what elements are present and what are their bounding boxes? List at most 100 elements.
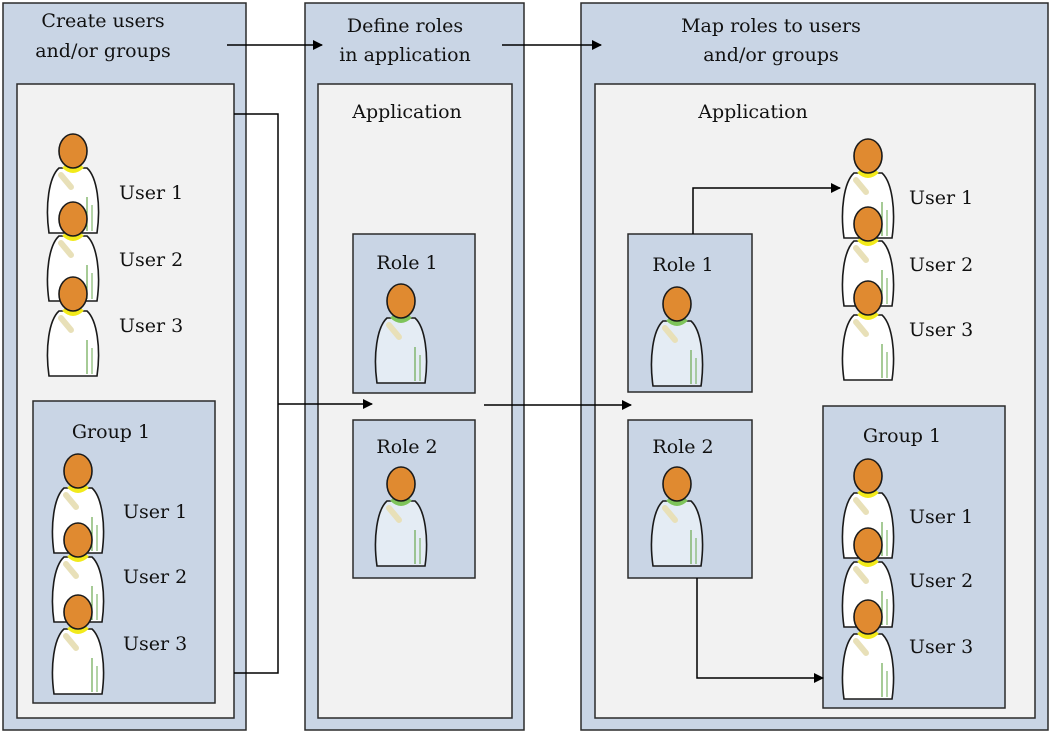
figure-highlight — [853, 497, 869, 515]
user-label: User 2 — [119, 249, 183, 271]
figure-collar — [857, 630, 879, 639]
user-label: User 3 — [909, 319, 973, 341]
role-icon — [374, 466, 428, 567]
application-label: Application — [351, 101, 462, 123]
figure-highlight — [853, 245, 869, 263]
define-application-area — [317, 83, 513, 719]
create-users-panel: Create users and/or groups User 1 User 2… — [2, 2, 247, 731]
figure-body — [46, 310, 100, 377]
figure-head — [853, 280, 883, 316]
figure-collar — [62, 232, 84, 241]
figure-collar — [67, 553, 89, 562]
figure-head — [63, 453, 93, 489]
figure-highlight — [58, 172, 74, 190]
figure-body — [841, 633, 895, 700]
group-user-label: User 2 — [123, 566, 187, 588]
user-icon — [841, 599, 895, 700]
map-panel-title-line1: Map roles to users — [681, 15, 861, 37]
group-user-label: User 1 — [123, 501, 187, 523]
create-panel-title-line1: Create users — [41, 10, 164, 32]
role-label: Role 2 — [376, 436, 437, 458]
role-icon — [374, 283, 428, 384]
figure-highlight — [853, 177, 869, 195]
figure-highlight — [386, 322, 402, 340]
group-label: Group 1 — [72, 421, 150, 443]
user-label: User 2 — [909, 254, 973, 276]
figure-head — [58, 276, 88, 312]
figure-collar — [857, 169, 879, 178]
figure-collar — [67, 625, 89, 634]
users-bracket-line — [234, 113, 279, 674]
group-user-label: User 3 — [123, 633, 187, 655]
figure-collar — [62, 307, 84, 316]
figure-body — [46, 235, 100, 302]
figure-collar — [857, 311, 879, 320]
figure-head — [58, 201, 88, 237]
figure-highlight — [853, 319, 869, 337]
role-label: Role 2 — [652, 436, 713, 458]
define-panel-title-line2: in application — [339, 44, 471, 66]
figure-head — [853, 527, 883, 563]
figure-highlight — [853, 638, 869, 656]
figure-body — [51, 628, 105, 695]
user-icon — [51, 594, 105, 695]
figure-body — [650, 500, 704, 567]
figure-highlight — [63, 492, 79, 510]
define-roles-panel: Define roles in application Application … — [304, 2, 525, 731]
figure-head — [853, 458, 883, 494]
figure-body — [374, 500, 428, 567]
application-label: Application — [697, 101, 808, 123]
figure-body — [374, 317, 428, 384]
create-panel-title-line2: and/or groups — [35, 40, 171, 62]
figure-collar — [857, 558, 879, 567]
figure-body — [650, 320, 704, 387]
role-icon — [650, 466, 704, 567]
define-panel-title-line1: Define roles — [347, 15, 463, 37]
figure-head — [853, 138, 883, 174]
role-label: Role 1 — [652, 254, 713, 276]
figure-head — [662, 466, 692, 502]
figure-head — [853, 206, 883, 242]
group-user-label: User 1 — [909, 506, 973, 528]
figure-head — [853, 599, 883, 635]
role-icon — [650, 286, 704, 387]
user-icon — [841, 280, 895, 381]
group-box: Group 1 User 1 User 2 User 3 — [32, 400, 216, 704]
user-label: User 1 — [909, 187, 973, 209]
figure-highlight — [58, 240, 74, 258]
figure-head — [662, 286, 692, 322]
figure-collar — [857, 489, 879, 498]
figure-collar — [390, 314, 412, 323]
user-label: User 3 — [119, 315, 183, 337]
role-box: Role 2 — [627, 419, 753, 579]
figure-head — [63, 594, 93, 630]
figure-head — [386, 283, 416, 319]
map-roles-panel: Map roles to users and/or groups Applica… — [580, 2, 1049, 731]
role-box: Role 2 — [352, 419, 476, 579]
map-panel-title-line2: and/or groups — [703, 44, 839, 66]
group-user-label: User 3 — [909, 636, 973, 658]
role2-to-group-connector — [696, 578, 824, 683]
figure-highlight — [662, 325, 678, 343]
figure-collar — [666, 317, 688, 326]
figure-collar — [666, 497, 688, 506]
figure-highlight — [662, 505, 678, 523]
group-label: Group 1 — [863, 425, 941, 447]
figure-head — [386, 466, 416, 502]
group-box: Group 1 User 1 User 2 User 3 — [822, 405, 1006, 709]
role-label: Role 1 — [376, 252, 437, 274]
figure-highlight — [63, 561, 79, 579]
figure-collar — [67, 484, 89, 493]
group-user-label: User 2 — [909, 570, 973, 592]
figure-highlight — [386, 505, 402, 523]
figure-highlight — [58, 315, 74, 333]
figure-head — [58, 133, 88, 169]
role-box: Role 1 — [352, 233, 476, 394]
figure-body — [841, 314, 895, 381]
user-icon — [46, 276, 100, 377]
figure-collar — [62, 164, 84, 173]
role1-to-user1-connector — [692, 183, 841, 234]
role-box: Role 1 — [627, 233, 753, 393]
figure-highlight — [853, 566, 869, 584]
